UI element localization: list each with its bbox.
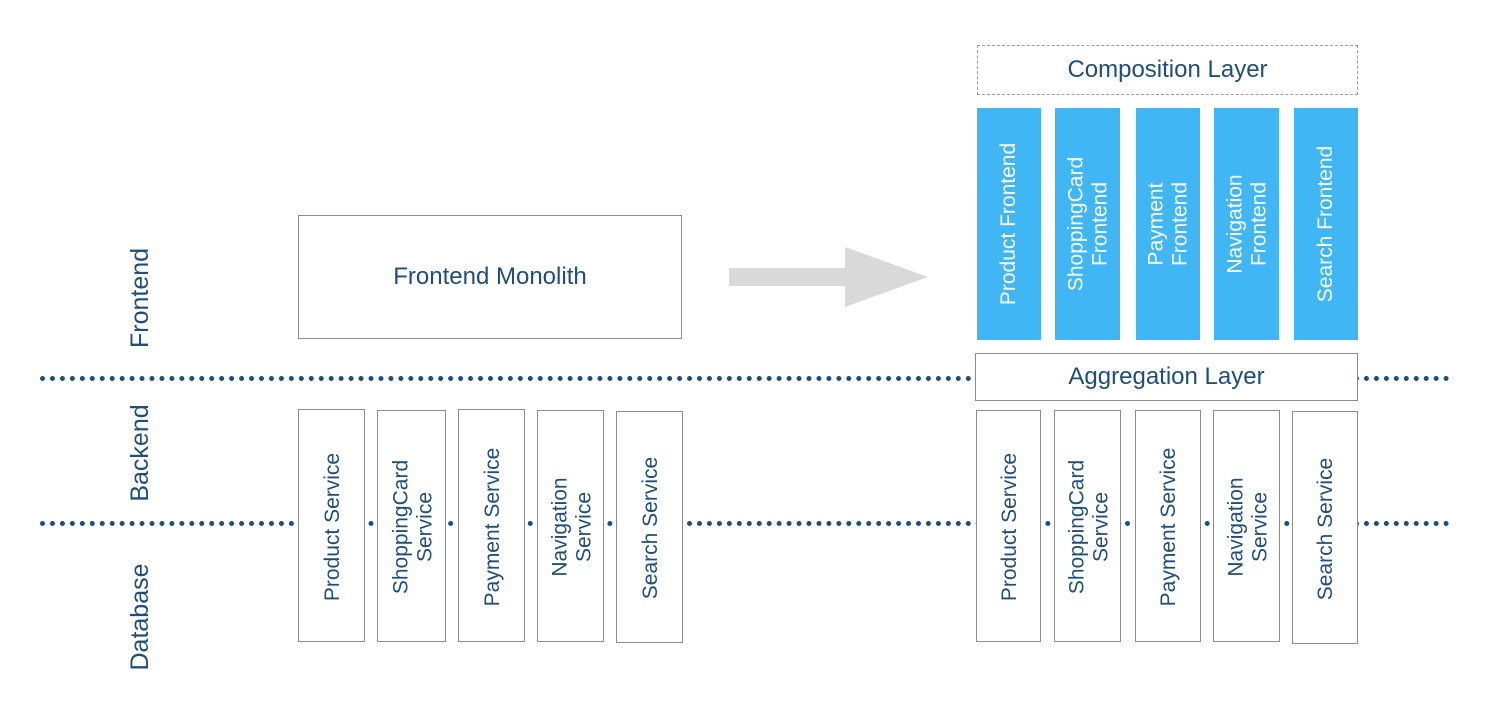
right-service-label-line: Search Service	[1314, 457, 1338, 600]
right-service-label-line: Product Service	[997, 452, 1021, 602]
right-service-label-line: Navigation	[1223, 477, 1247, 577]
left-service-label-line: Service	[412, 491, 436, 563]
left-service-label-line: Navigation	[547, 477, 571, 577]
right-service-label-line: Service	[1088, 491, 1112, 563]
right-service-label-line: ShoppingCard	[1064, 459, 1088, 595]
right-service-label: Payment Service	[1157, 448, 1181, 607]
left-service-label: Payment Service	[481, 447, 505, 606]
micro-frontend-label-line: Navigation	[1222, 174, 1246, 274]
aggregation-layer-box: Aggregation Layer	[975, 353, 1358, 401]
right-service-label: Search Service	[1314, 457, 1338, 599]
micro-frontend-label-line: Product Frontend	[997, 142, 1021, 306]
frontend-monolith-label: Frontend Monolith	[393, 263, 587, 290]
composition-layer-label: Composition Layer	[1067, 56, 1268, 83]
layer-label-frontend: Frontend	[126, 247, 154, 349]
right-service-label-line: Service	[1247, 491, 1271, 563]
micro-frontend-label-line: Search Frontend	[1314, 145, 1338, 303]
frontend-monolith-box: Frontend Monolith	[298, 215, 682, 339]
separator-frontend-backend	[40, 376, 1450, 381]
separator-backend-database	[40, 521, 1450, 526]
micro-frontend-search-frontend: Search Frontend	[1294, 108, 1358, 340]
left-service-label-line: ShoppingCard	[388, 459, 412, 595]
layer-label-database: Database	[126, 563, 154, 671]
left-service-label-line: Search Service	[638, 456, 662, 600]
aggregation-layer-label: Aggregation Layer	[1068, 363, 1265, 390]
left-service-payment-service: Payment Service	[458, 409, 525, 642]
micro-frontend-label-line: ShoppingCard	[1063, 156, 1087, 292]
right-service-label: Product Service	[998, 453, 1022, 601]
left-service-label-line: Service	[571, 491, 595, 563]
right-service-label-line: Payment Service	[1157, 447, 1181, 607]
micro-frontend-label-line: Frontend	[1087, 181, 1111, 267]
left-service-label-line: Product Service	[320, 452, 344, 601]
left-service-label: Product Service	[321, 452, 345, 600]
left-service-label-line: Payment Service	[480, 447, 504, 606]
micro-frontend-label-line: Payment	[1144, 182, 1168, 266]
micro-frontend-product-frontend: Product Frontend	[977, 108, 1041, 340]
micro-frontend-label-line: Frontend	[1246, 181, 1270, 267]
composition-layer-box: Composition Layer	[977, 45, 1358, 95]
right-arrow-icon	[729, 247, 928, 307]
left-service-label: Search Service	[639, 457, 663, 599]
left-service-product-service: Product Service	[298, 409, 365, 642]
layer-label-backend: Backend	[126, 404, 154, 502]
right-service-product-service: Product Service	[976, 410, 1041, 642]
micro-frontend-label: Product Frontend	[997, 143, 1021, 305]
right-service-payment-service: Payment Service	[1135, 410, 1201, 642]
micro-frontend-label: Search Frontend	[1314, 146, 1338, 302]
micro-frontend-label-line: Frontend	[1168, 181, 1191, 267]
left-service-search-service: Search Service	[616, 411, 683, 643]
right-service-search-service: Search Service	[1292, 411, 1358, 644]
